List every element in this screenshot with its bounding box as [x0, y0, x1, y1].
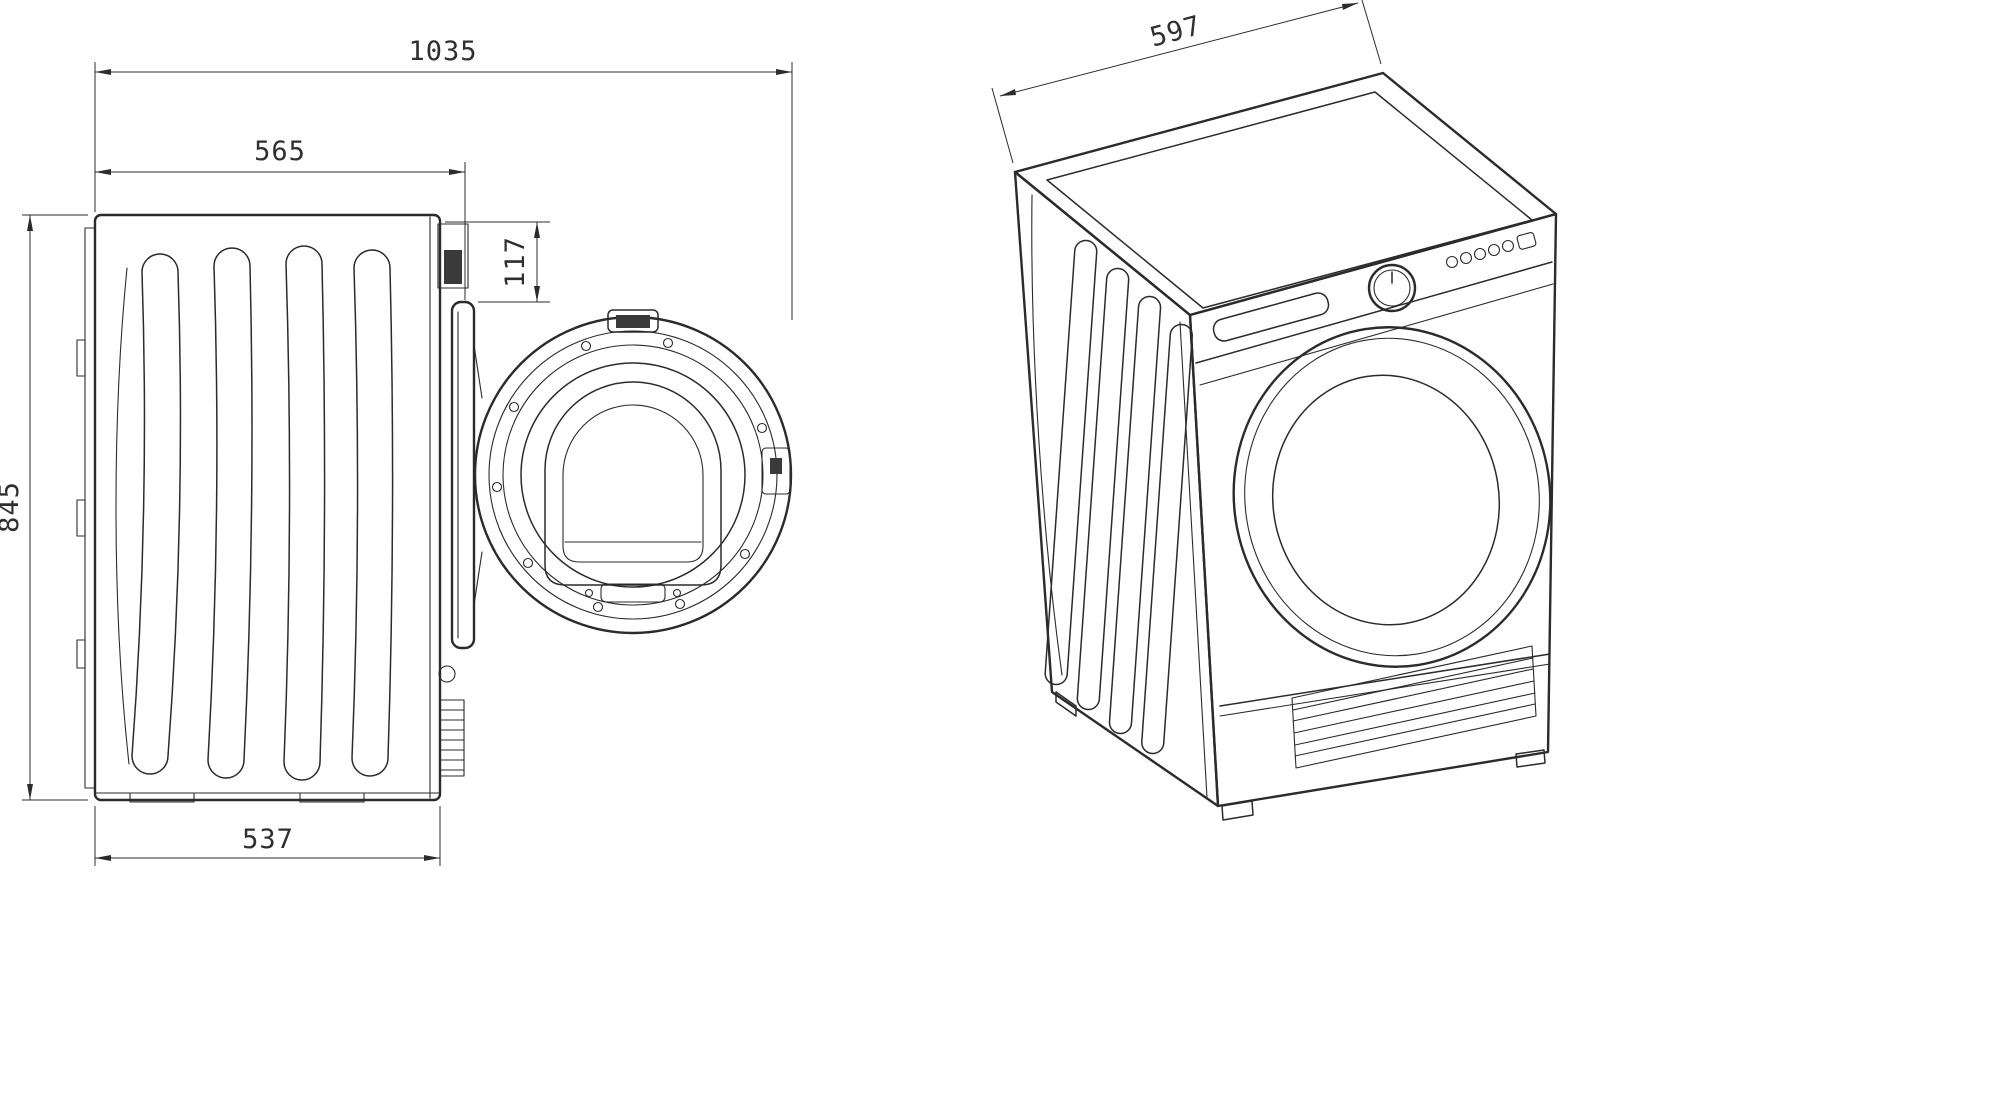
dim-label-height: 845 [0, 481, 25, 533]
terminal-block [439, 699, 465, 777]
vent-slot-2 [207, 247, 253, 779]
side-ridge-line [115, 267, 130, 765]
dim-label-door-offset: 117 [500, 236, 531, 288]
arrowhead [95, 169, 111, 175]
panel-display [1516, 232, 1537, 250]
rear-tab-1 [76, 339, 86, 377]
arrowhead [1000, 89, 1016, 96]
foot-right [299, 792, 365, 803]
bolt [756, 422, 768, 434]
foot-left [129, 792, 195, 803]
iso-foot-front-right [1515, 749, 1546, 768]
door-hinge-cover [607, 309, 659, 333]
door-latch-catch [770, 458, 782, 474]
dryer-body [76, 213, 469, 803]
top-face [1013, 71, 1558, 317]
hinge-bracket [437, 223, 469, 289]
iso-side-ridge-line [1031, 194, 1063, 676]
iso-door-glass [1271, 374, 1501, 626]
iso-vent-slot-3 [1108, 295, 1162, 735]
dim-label-cabinet-depth: 565 [254, 136, 306, 167]
dimension-width: 597 [991, 0, 1382, 164]
arrowhead [95, 69, 111, 75]
dim-label-width: 597 [1147, 10, 1205, 53]
iso-vent-slot-4 [1141, 323, 1193, 755]
left-face [1013, 170, 1220, 808]
front-edge-inner-line [1179, 321, 1208, 799]
dim-line-597 [999, 2, 1359, 97]
door-mid-ring [488, 330, 778, 620]
isometric-view: 597 [991, 0, 1558, 821]
panel-button [1487, 243, 1501, 257]
hinge-bracket-insert [444, 250, 462, 284]
panel-buttons [1445, 232, 1537, 269]
door-edge-panel [450, 300, 476, 650]
panel-bottom-line [1195, 261, 1553, 364]
bolt [739, 548, 751, 560]
vent-slot-3 [283, 245, 326, 781]
door-latch [761, 447, 791, 495]
panel-button [1501, 239, 1515, 253]
ext-line [991, 87, 1014, 164]
bolt [522, 557, 534, 569]
arrowhead [95, 855, 111, 861]
terminal-block-ridges [439, 709, 465, 771]
door-connect-lines [473, 344, 483, 606]
door-glass-rim [520, 362, 746, 588]
dimensions-side: 1035 565 117 845 [0, 36, 793, 866]
iso-door-outer-ring [1232, 326, 1552, 668]
door-hinge-insert [616, 315, 650, 328]
plate-screw-left [584, 588, 594, 598]
arrowhead [776, 69, 792, 75]
arrowhead [534, 222, 540, 238]
door-bottom-plate [600, 583, 666, 603]
rear-panel-strip [84, 227, 96, 789]
arrowhead [449, 169, 465, 175]
panel-button [1473, 247, 1487, 261]
vent-slot-1 [131, 253, 182, 775]
iso-vent-slot-2 [1076, 267, 1130, 711]
vent-slot-4 [351, 249, 394, 777]
arrowhead [534, 286, 540, 302]
top-plate-inset [1046, 91, 1533, 309]
bolt [662, 337, 674, 349]
handle-recess [1212, 292, 1330, 342]
iso-foot-front-left [1221, 800, 1254, 821]
bolt [580, 340, 592, 352]
rear-tab-2 [76, 499, 86, 537]
drum-opening-inner [562, 404, 704, 563]
arrowhead [27, 784, 33, 800]
iso-door-mid-ring [1244, 337, 1540, 657]
panel-lip-line [1199, 283, 1554, 386]
kick-panel-line [1219, 653, 1551, 707]
iso-cabinet [1013, 71, 1558, 821]
bolt [508, 401, 520, 413]
program-knob [1367, 263, 1417, 313]
body-outline [93, 213, 442, 802]
open-door [450, 300, 793, 650]
bolt [491, 481, 503, 493]
side-view: 1035 565 117 845 [0, 36, 793, 866]
panel-button [1459, 251, 1473, 265]
bolt [592, 601, 604, 613]
drum-opening-outer [544, 381, 722, 586]
program-knob-inner [1373, 269, 1411, 307]
dim-label-base-depth: 537 [242, 824, 294, 855]
door-bolts [491, 337, 768, 613]
vent-grille [1291, 645, 1537, 769]
rear-tab-3 [76, 639, 86, 669]
arrowhead [1342, 3, 1358, 10]
front-face [1188, 212, 1558, 808]
bolt [674, 598, 686, 610]
iso-foot-back-left [1055, 691, 1077, 717]
door-bolt-ring [502, 344, 764, 606]
rear-knob [438, 665, 456, 683]
dim-label-overall-depth: 1035 [408, 36, 477, 67]
ext-line [1361, 0, 1382, 65]
panel-button [1445, 255, 1459, 269]
iso-vent-slot-1 [1044, 239, 1098, 686]
arrowhead [424, 855, 440, 861]
plate-screw-right [672, 588, 682, 598]
arrowhead [27, 215, 33, 231]
